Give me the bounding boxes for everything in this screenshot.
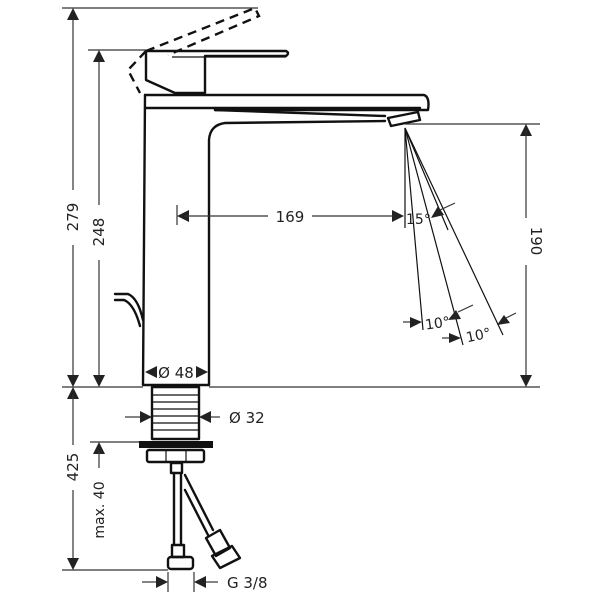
dim-connection-thread: G 3/8 (227, 574, 268, 592)
dim-lever-height: 248 (90, 218, 108, 247)
angle-spray-outer: 15° (406, 212, 431, 228)
dim-body-diameter: Ø 48 (158, 364, 194, 382)
dim-total-height: 279 (64, 203, 82, 232)
dim-below-deck: 425 (64, 453, 82, 482)
dim-spout-reach: 169 (276, 208, 305, 226)
dim-shank-diameter: Ø 32 (229, 409, 265, 427)
dim-max-deck-thickness: max. 40 (92, 481, 108, 538)
dim-spout-height: 190 (527, 227, 545, 256)
angle-spray-a: 10° (424, 314, 451, 333)
spray-angle-lines (392, 127, 517, 346)
angle-spray-b: 10° (465, 325, 493, 346)
faucet-body (113, 6, 430, 571)
dimension-lines (62, 7, 540, 592)
